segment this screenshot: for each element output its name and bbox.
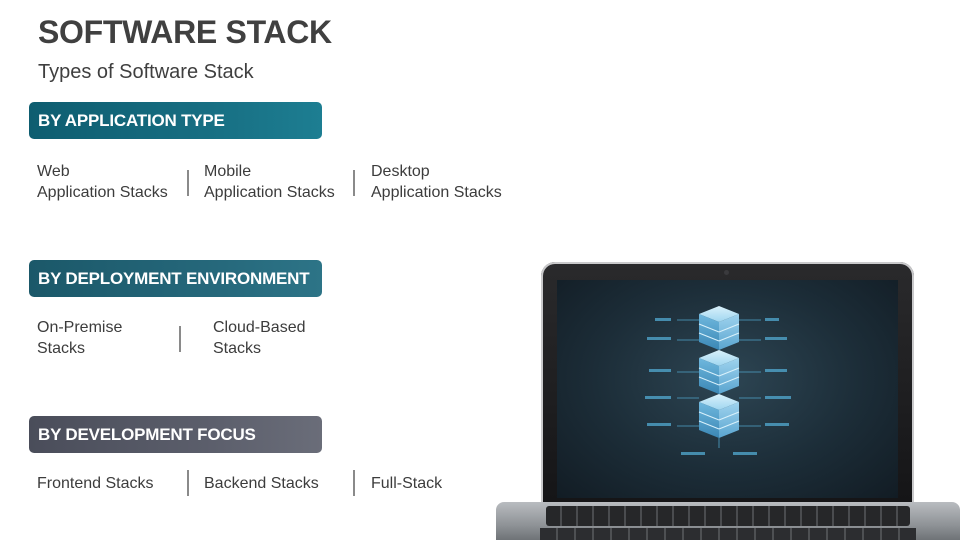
separator: [353, 470, 355, 496]
item-line: Application Stacks: [37, 184, 168, 201]
item-line: Application Stacks: [371, 184, 502, 201]
item-line: Stacks: [213, 340, 262, 357]
item-full-stack: Full-Stack: [371, 475, 443, 492]
laptop-keyboard-row: [540, 528, 916, 540]
item-line: Desktop: [371, 163, 430, 180]
separator: [353, 170, 355, 196]
section-heading-development-focus: BY DEVELOPMENT FOCUS: [29, 416, 322, 453]
separator: [179, 326, 181, 352]
item-line: Web: [37, 163, 70, 180]
slide-title: SOFTWARE STACK: [38, 14, 332, 50]
item-cloud-based-stacks: Cloud-Based Stacks: [213, 317, 306, 359]
section-heading-deployment-environment: BY DEPLOYMENT ENVIRONMENT: [29, 260, 322, 297]
item-mobile-application-stacks: Mobile Application Stacks: [204, 161, 335, 203]
separator: [187, 470, 189, 496]
laptop-screen: [557, 280, 898, 498]
item-backend-stacks: Backend Stacks: [204, 475, 319, 492]
laptop-illustration: [496, 262, 960, 540]
item-line: On-Premise: [37, 319, 123, 336]
server-stack-icon: [645, 306, 791, 455]
webcam-icon: [724, 270, 729, 275]
laptop-keyboard: [546, 506, 910, 526]
section-heading-application-type: BY APPLICATION TYPE: [29, 102, 322, 139]
separator: [187, 170, 189, 196]
item-web-application-stacks: Web Application Stacks: [37, 161, 168, 203]
item-line: Cloud-Based: [213, 319, 306, 336]
item-frontend-stacks: Frontend Stacks: [37, 475, 154, 492]
item-line: Stacks: [37, 340, 86, 357]
item-on-premise-stacks: On-Premise Stacks: [37, 317, 122, 359]
item-desktop-application-stacks: Desktop Application Stacks: [371, 161, 502, 203]
slide-subtitle: Types of Software Stack: [38, 61, 254, 83]
laptop-lid: [541, 262, 914, 512]
item-line: Application Stacks: [204, 184, 335, 201]
item-line: Mobile: [204, 163, 252, 180]
